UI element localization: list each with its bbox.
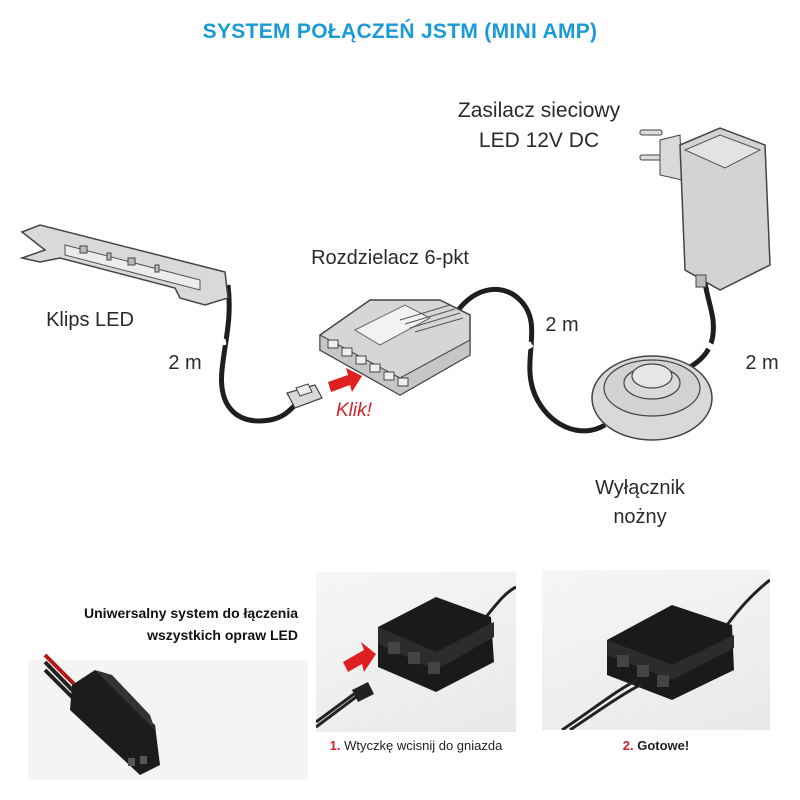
cable-length-2: 2 m xyxy=(545,314,579,336)
cable-length-1: 2 m xyxy=(168,352,202,374)
step1-panel: 1. Wtyczkę wcisnij do gniazda xyxy=(316,572,538,780)
splitter-label: Rozdzielacz 6-pkt xyxy=(311,247,469,269)
connection-diagram xyxy=(19,127,771,441)
power-supply-label: Zasilacz sieciowy LED 12V DC xyxy=(457,99,621,153)
step2-caption: 2. Gotowe! xyxy=(622,738,690,753)
led-clip-label: Klips LED xyxy=(46,309,134,331)
cable-length-3: 2 m xyxy=(745,352,779,374)
plug-icon xyxy=(286,383,323,409)
page-title: SYSTEM POŁĄCZEŃ JSTM (MINI AMP) xyxy=(202,20,598,43)
step1-photo xyxy=(316,572,516,732)
splitter-icon xyxy=(319,299,471,396)
foot-switch-icon xyxy=(591,355,713,441)
click-label: Klik! xyxy=(336,400,372,421)
led-clip-icon xyxy=(19,224,229,306)
step1-caption: 1. Wtyczkę wcisnij do gniazda xyxy=(329,738,503,753)
universal-connector-panel: Uniwersalny system do łączenia wszystkic… xyxy=(0,590,310,780)
cable-switch-to-supply xyxy=(688,279,716,370)
power-supply-icon xyxy=(639,127,771,291)
step2-photo xyxy=(542,570,770,730)
universal-caption: Uniwersalny system do łączenia wszystkic… xyxy=(84,605,298,644)
step2-panel: 2. Gotowe! xyxy=(542,570,800,780)
connector-photo xyxy=(28,653,308,780)
cable-clip-to-connector xyxy=(219,284,300,424)
push-arrow-icon xyxy=(328,368,362,392)
foot-switch-label: Wyłącznik nożny xyxy=(595,477,685,528)
